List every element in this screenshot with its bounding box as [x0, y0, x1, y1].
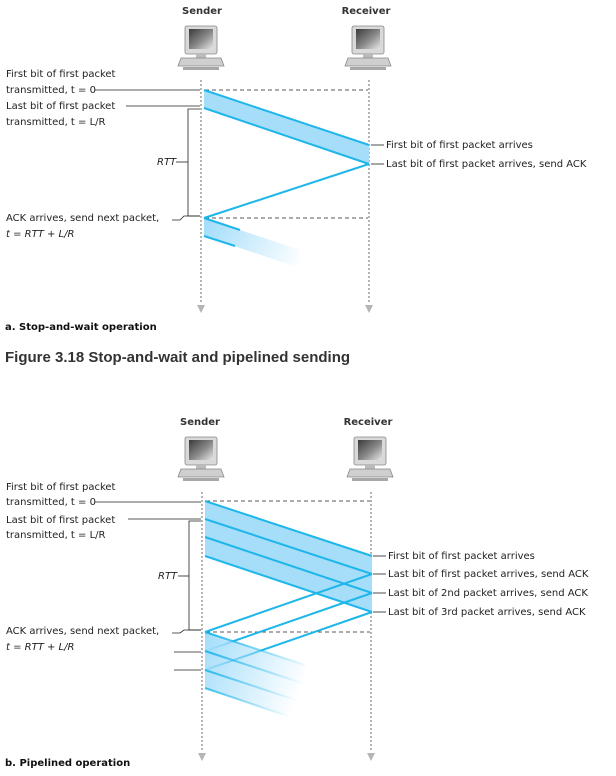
- b-rtt-bracket: [188, 520, 201, 631]
- b-sender-label: Sender: [180, 417, 220, 428]
- b-label-t0: transmitted, t = 0: [6, 497, 96, 508]
- a-label-ack-time: t = RTT + L/R: [6, 229, 74, 240]
- b-ack-line-1: [204, 573, 373, 633]
- a-receiver-label: Receiver: [342, 6, 391, 17]
- a-receiver-computer-icon: [344, 25, 392, 71]
- b-label-first-bit: First bit of first packet: [6, 482, 116, 493]
- b-label-2nd-arrives: Last bit of 2nd packet arrives, send ACK: [388, 588, 588, 599]
- a-label-first-bit: First bit of first packet: [6, 69, 116, 80]
- b-label-first-arrives: First bit of first packet arrives: [388, 551, 535, 562]
- b-label-ack: ACK arrives, send next packet,: [6, 626, 159, 637]
- b-receiver-computer-icon: [346, 436, 394, 482]
- a-receiver-arrow-icon: [365, 305, 373, 313]
- b-label-ack-time: t = RTT + L/R: [6, 642, 74, 653]
- a-rtt-label: RTT: [157, 157, 177, 168]
- a-label-first-arrives: First bit of first packet arrives: [386, 140, 533, 151]
- a-rtt-bracket: [187, 108, 200, 217]
- b-label-3rd-arrives: Last bit of 3rd packet arrives, send ACK: [388, 607, 586, 618]
- b-label-last-arrives: Last bit of first packet arrives, send A…: [388, 569, 589, 580]
- b-sender-computer-icon: [177, 436, 225, 482]
- a-sender-computer-icon: [177, 25, 225, 71]
- b-receiver-arrow-icon: [367, 753, 375, 761]
- b-rtt-label: RTT: [158, 571, 178, 582]
- figure-caption: Figure 3.18 Stop-and-wait and pipelined …: [5, 349, 350, 366]
- a-caption: a. Stop-and-wait operation: [5, 322, 157, 333]
- a-label-last-bit: Last bit of first packet: [6, 101, 115, 112]
- a-label-ack: ACK arrives, send next packet,: [6, 213, 159, 224]
- b-label-last-bit: Last bit of first packet: [6, 515, 115, 526]
- b-caption: b. Pipelined operation: [5, 758, 130, 769]
- a-label-t0: transmitted, t = 0: [6, 85, 96, 96]
- a-sender-label: Sender: [182, 6, 222, 17]
- a-next-packet-fade: [204, 218, 300, 268]
- b-sender-arrow-icon: [198, 753, 206, 761]
- b-next-packets-fade: [205, 632, 305, 722]
- a-sender-arrow-icon: [197, 305, 205, 313]
- a-label-last-arrives: Last bit of first packet arrives, send A…: [386, 159, 587, 170]
- b-receiver-label: Receiver: [344, 417, 393, 428]
- a-ack-line: [203, 163, 370, 219]
- b-packet-band: [205, 501, 372, 612]
- a-label-tlr: transmitted, t = L/R: [6, 117, 106, 128]
- a-packet-band: [204, 90, 369, 164]
- b-label-tlr: transmitted, t = L/R: [6, 530, 106, 541]
